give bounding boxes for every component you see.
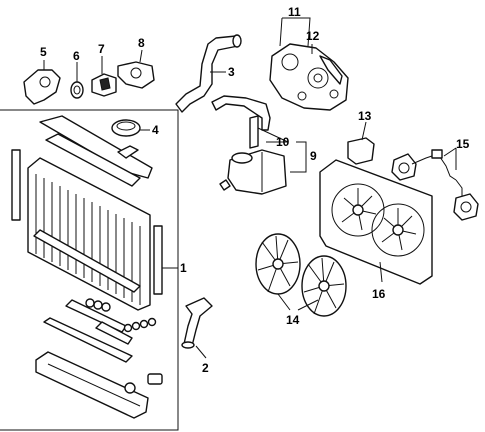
cooling-fan-relay xyxy=(347,137,375,165)
callout-3: 3 xyxy=(228,65,235,79)
fitting-o-ring-2 xyxy=(131,321,141,331)
radiator-side-seal-left xyxy=(11,149,21,221)
radiator-upper-seal xyxy=(45,133,141,187)
radiator-lower-tank xyxy=(35,351,149,419)
callout-12: 12 xyxy=(306,29,320,43)
bypass-hose xyxy=(211,95,271,131)
drain-cock xyxy=(147,373,163,385)
fan-motor-wire xyxy=(411,153,457,181)
radiator-lower-seal xyxy=(43,317,133,363)
cooling-fan-left xyxy=(255,233,301,295)
upper-radiator-hose xyxy=(175,35,239,113)
reservoir-outlet xyxy=(219,179,231,191)
callout-1: 1 xyxy=(180,261,187,275)
cooling-fan-right xyxy=(301,255,347,317)
fan-shroud xyxy=(319,159,433,285)
thermostat-valve xyxy=(99,77,111,91)
radiator-lower-baffle xyxy=(33,229,141,293)
leader-lines xyxy=(43,17,457,359)
callout-10: 10 xyxy=(276,135,290,149)
drain-cock-plug xyxy=(124,382,136,394)
callout-7: 7 xyxy=(98,42,105,56)
callout-9: 9 xyxy=(310,149,317,163)
radiator-group-outline xyxy=(0,109,179,431)
fitting-o-ring-4 xyxy=(147,317,157,327)
callout-8: 8 xyxy=(138,36,145,50)
radiator-core-fins xyxy=(35,174,141,305)
callout-14: 14 xyxy=(286,313,300,327)
radiator-filler-neck xyxy=(117,145,139,159)
shroud-fan-blades-left xyxy=(341,188,377,231)
callout-16: 16 xyxy=(372,287,386,301)
radiator-side-seal-right xyxy=(153,225,163,295)
lower-radiator-hose xyxy=(183,297,213,347)
callout-6: 6 xyxy=(73,49,80,63)
fitting-o-ring-3 xyxy=(139,319,149,329)
bypass-hose-lower xyxy=(249,115,259,149)
drain-o-ring-2 xyxy=(93,300,103,310)
drain-o-ring-1 xyxy=(85,298,95,308)
water-inlet-housing xyxy=(23,69,61,105)
reservoir-cap xyxy=(231,152,253,164)
callout-4: 4 xyxy=(152,123,159,137)
radiator-fitting-pipe xyxy=(95,321,133,345)
radiator-core xyxy=(27,157,151,311)
fan-motor-left xyxy=(391,153,417,181)
shroud-fan-blades-right xyxy=(381,208,417,251)
water-pump-gasket xyxy=(319,55,343,85)
callout-2: 2 xyxy=(202,361,209,375)
callout-5: 5 xyxy=(40,45,47,59)
callout-11: 11 xyxy=(288,5,301,19)
motor-connector xyxy=(431,149,443,159)
radiator-assembly-group xyxy=(0,109,179,431)
callout-13: 13 xyxy=(358,109,372,123)
callout-15: 15 xyxy=(456,137,470,151)
drain-o-ring-3 xyxy=(101,302,111,312)
fitting-o-ring-1 xyxy=(123,323,133,333)
thermostat-gasket xyxy=(70,81,84,99)
water-outlet xyxy=(117,61,155,89)
fan-motor-right xyxy=(453,193,479,221)
